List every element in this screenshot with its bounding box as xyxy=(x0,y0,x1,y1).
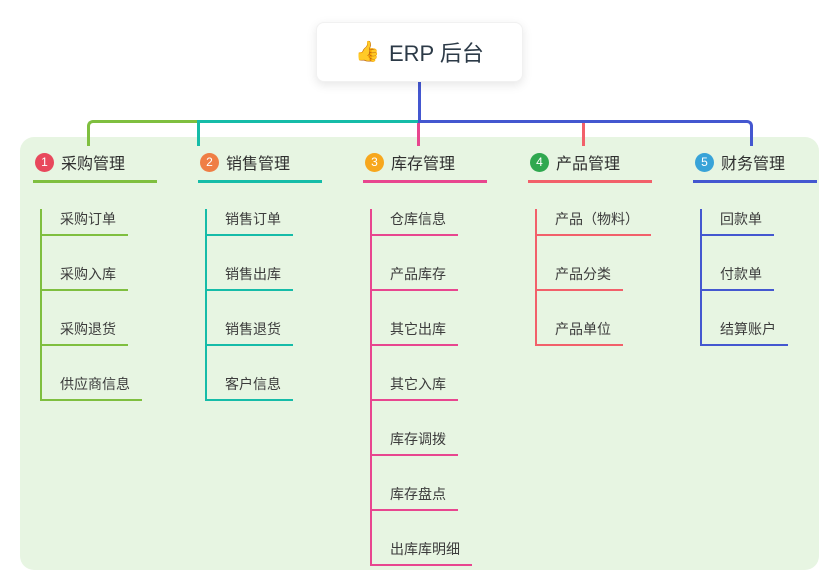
mind-node[interactable]: 客户信息 xyxy=(207,374,293,401)
branch-children: 回款单 付款单 结算账户 xyxy=(700,209,839,346)
mind-node[interactable]: 供应商信息 xyxy=(42,374,142,401)
branch-sales: 2 销售管理 销售订单 销售出库 销售退货 客户信息 xyxy=(198,145,348,401)
branch-inventory: 3 库存管理 仓库信息 产品库存 其它出库 其它入库 库存调拨 库存盘点 出库库… xyxy=(363,145,513,566)
mind-node[interactable]: 产品单位 xyxy=(537,319,623,346)
mind-node[interactable]: 采购退货 xyxy=(42,319,128,346)
connector-inventory-line xyxy=(417,123,420,146)
connector-purchase-line xyxy=(87,120,197,146)
root-node[interactable]: 👍 ERP 后台 xyxy=(316,22,523,82)
branch-header[interactable]: 4 产品管理 xyxy=(528,145,652,183)
branch-finance: 5 财务管理 回款单 付款单 结算账户 xyxy=(693,145,839,346)
mind-node[interactable]: 销售出库 xyxy=(207,264,293,291)
branch-header[interactable]: 5 财务管理 xyxy=(693,145,817,183)
mind-node[interactable]: 其它入库 xyxy=(372,374,458,401)
branch-product: 4 产品管理 产品（物料） 产品分类 产品单位 xyxy=(528,145,678,346)
mind-node[interactable]: 库存盘点 xyxy=(372,484,458,511)
branch-children: 销售订单 销售出库 销售退货 客户信息 xyxy=(205,209,348,401)
badge-number-icon: 3 xyxy=(365,152,384,172)
mind-node[interactable]: 采购订单 xyxy=(42,209,128,236)
mind-node[interactable]: 产品分类 xyxy=(537,264,623,291)
mind-node[interactable]: 出库库明细 xyxy=(372,539,472,566)
branch-title: 销售管理 xyxy=(226,156,291,173)
branch-children: 采购订单 采购入库 采购退货 供应商信息 xyxy=(40,209,183,401)
mind-node[interactable]: 回款单 xyxy=(702,209,774,236)
mind-node[interactable]: 产品（物料） xyxy=(537,209,651,236)
badge-number-icon: 4 xyxy=(530,152,549,172)
branch-title: 产品管理 xyxy=(556,156,621,173)
branch-children: 产品（物料） 产品分类 产品单位 xyxy=(535,209,678,346)
branch-header[interactable]: 2 销售管理 xyxy=(198,145,322,183)
mind-node[interactable]: 销售退货 xyxy=(207,319,293,346)
mind-node[interactable]: 付款单 xyxy=(702,264,774,291)
mind-node[interactable]: 仓库信息 xyxy=(372,209,458,236)
mind-node[interactable]: 销售订单 xyxy=(207,209,293,236)
mind-node[interactable]: 其它出库 xyxy=(372,319,458,346)
mind-node[interactable]: 采购入库 xyxy=(42,264,128,291)
mind-node[interactable]: 产品库存 xyxy=(372,264,458,291)
branches-panel xyxy=(20,137,819,570)
connector-product-line xyxy=(582,123,585,146)
mind-node[interactable]: 结算账户 xyxy=(702,319,788,346)
mind-node[interactable]: 库存调拨 xyxy=(372,429,458,456)
connector-finance-line xyxy=(418,120,753,146)
root-label: ERP 后台 xyxy=(388,41,484,66)
branch-header[interactable]: 3 库存管理 xyxy=(363,145,487,183)
badge-number-icon: 5 xyxy=(695,152,714,172)
badge-number-icon: 2 xyxy=(200,152,219,172)
branch-children: 仓库信息 产品库存 其它出库 其它入库 库存调拨 库存盘点 出库库明细 xyxy=(370,209,513,566)
connector-root-line xyxy=(418,82,421,122)
connector-sales-line xyxy=(197,120,418,146)
branch-title: 财务管理 xyxy=(721,156,786,173)
branch-title: 采购管理 xyxy=(61,156,126,173)
branch-purchase: 1 采购管理 采购订单 采购入库 采购退货 供应商信息 xyxy=(33,145,183,401)
thumbs-up-icon: 👍 xyxy=(355,41,380,63)
branch-header[interactable]: 1 采购管理 xyxy=(33,145,157,183)
badge-number-icon: 1 xyxy=(35,152,54,172)
branch-title: 库存管理 xyxy=(391,156,456,173)
